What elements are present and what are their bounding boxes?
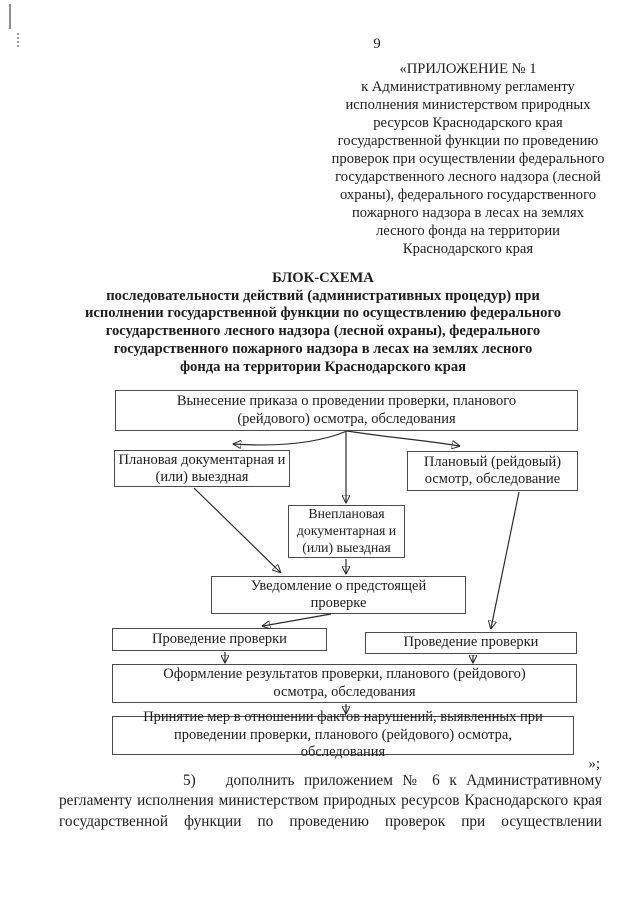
arrow-notification-to-inspection-left	[263, 613, 332, 626]
amendment-paragraph: 5)дополнить приложением № 6 к Администра…	[59, 771, 602, 832]
closing-quote-mark: »;	[588, 756, 600, 772]
scan-artifact-dots	[17, 33, 19, 47]
flowchart-box-measures-label: Принятие мер в отношении фактов нарушени…	[143, 709, 543, 761]
arrow-order-to-planned-check	[234, 430, 348, 445]
flowchart-box-inspection-left-label: Проведение проверки	[152, 630, 287, 647]
flowchart-box-results: Оформление результатов проверки, планово…	[112, 664, 577, 703]
flowchart-box-inspection-right-label: Проведение проверки	[403, 634, 539, 651]
amendment-text: дополнить приложением № 6 к Администрати…	[59, 772, 602, 830]
flowchart-box-planned-raid-label: Плановый (рейдовый) осмотр, обследование	[423, 453, 562, 488]
item-number: 5)	[183, 772, 196, 789]
flowchart-box-order: Вынесение приказа о проведении проверки,…	[115, 390, 578, 431]
arrow-planned-raid-to-inspection-right	[491, 491, 520, 628]
flowchart-box-unplanned-check: Внеплановая документарная и (или) выездн…	[288, 505, 405, 558]
arrow-order-to-planned-raid	[346, 430, 459, 446]
flowchart-box-notification-label: Уведомление о предстоящей проверке	[250, 577, 427, 612]
flowchart-box-planned-check-label: Плановая документарная и (или) выездная	[118, 451, 286, 485]
flowchart-box-measures: Принятие мер в отношении фактов нарушени…	[112, 709, 574, 760]
appendix-header: «ПРИЛОЖЕНИЕ № 1 к Административному регл…	[331, 61, 605, 257]
flowchart-box-notification: Уведомление о предстоящей проверке	[211, 576, 466, 614]
flowchart-box-order-label: Вынесение приказа о проведении проверки,…	[176, 393, 517, 427]
flowchart-box-planned-raid: Плановый (рейдовый) осмотр, обследование	[407, 451, 578, 491]
flowchart-box-inspection-right: Проведение проверки	[365, 632, 577, 654]
page-number: 9	[373, 36, 381, 52]
flowchart-box-planned-check: Плановая документарная и (или) выездная	[114, 450, 290, 487]
arrow-planned-check-to-notification	[193, 487, 280, 572]
document-title: БЛОК-СХЕМА последовательности действий (…	[84, 270, 562, 375]
flowchart-box-unplanned-check-label: Внеплановая документарная и (или) выездн…	[296, 506, 397, 555]
flowchart-box-inspection-left: Проведение проверки	[112, 628, 327, 651]
scan-artifact-line	[9, 4, 11, 29]
flowchart-box-results-label: Оформление результатов проверки, планово…	[163, 666, 526, 700]
